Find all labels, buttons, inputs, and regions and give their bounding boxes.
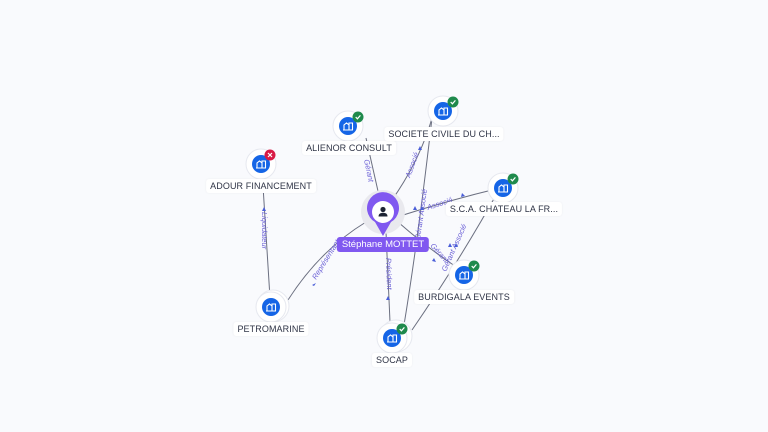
arrow-icon <box>413 206 417 210</box>
edge-center-scdc <box>391 117 433 201</box>
node-sca-chateau-la-fr[interactable] <box>487 172 519 204</box>
arrow-icon <box>418 146 422 150</box>
status-badge-active <box>447 96 459 108</box>
edge-center-petromarine <box>287 221 367 301</box>
node-petromarine[interactable] <box>255 289 290 323</box>
building-icon <box>498 184 509 193</box>
edge-label-president-socap: Président <box>384 258 394 291</box>
edge-scdc-socap <box>403 117 433 326</box>
building-icon <box>343 122 354 131</box>
company-label-petromarine[interactable]: PETROMARINE <box>233 322 309 336</box>
company-label-burdigala[interactable]: BURDIGALA EVENTS <box>414 290 514 304</box>
person-name-label[interactable]: Stéphane MOTTET <box>336 237 430 252</box>
status-badge-active <box>468 260 480 272</box>
arrow-icon <box>454 243 458 247</box>
edge-label-associe-scdc: Associé <box>403 151 421 180</box>
edge-label-gerant-alienor: Gérant <box>362 159 376 184</box>
edge-arrows <box>262 146 465 300</box>
arrow-icon <box>420 206 424 210</box>
node-adour-financement[interactable] <box>245 148 277 180</box>
status-badge-active <box>507 173 519 185</box>
status-badge-active <box>396 323 408 335</box>
arrow-icon <box>386 296 390 300</box>
status-badge-active <box>352 111 364 123</box>
node-societe-civile-du-ch[interactable] <box>427 95 459 127</box>
arrow-icon <box>432 258 436 262</box>
person-icon <box>378 206 388 217</box>
edges <box>261 117 501 331</box>
company-label-socap[interactable]: SOCAP <box>371 353 413 367</box>
arrow-icon <box>448 243 452 247</box>
node-burdigala-events[interactable] <box>448 259 480 291</box>
building-icon <box>438 107 449 116</box>
building-icon <box>256 160 267 169</box>
edge-label-gerant-associe-scdc: Gérant Associé <box>413 189 429 241</box>
company-label-adour[interactable]: ADOUR FINANCEMENT <box>206 179 316 193</box>
company-label-scdc[interactable]: SOCIETE CIVILE DU CH... <box>384 127 504 141</box>
company-label-alienor[interactable]: ALIENOR CONSULT <box>302 141 396 155</box>
node-alienor-consult[interactable] <box>332 110 364 142</box>
edge-label-liquidateur-adour: Liquidateur <box>260 212 269 250</box>
arrow-icon <box>461 193 465 197</box>
status-badge-closed <box>264 149 276 161</box>
building-icon <box>459 271 470 280</box>
building-icon <box>266 303 277 312</box>
arrow-icon <box>262 207 266 211</box>
company-label-scachateau[interactable]: S.C.A. CHATEAU LA FR... <box>445 202 563 216</box>
node-person-center[interactable] <box>361 190 405 236</box>
building-icon <box>387 334 398 343</box>
arrow-icon <box>312 283 316 286</box>
node-socap[interactable] <box>376 319 413 354</box>
